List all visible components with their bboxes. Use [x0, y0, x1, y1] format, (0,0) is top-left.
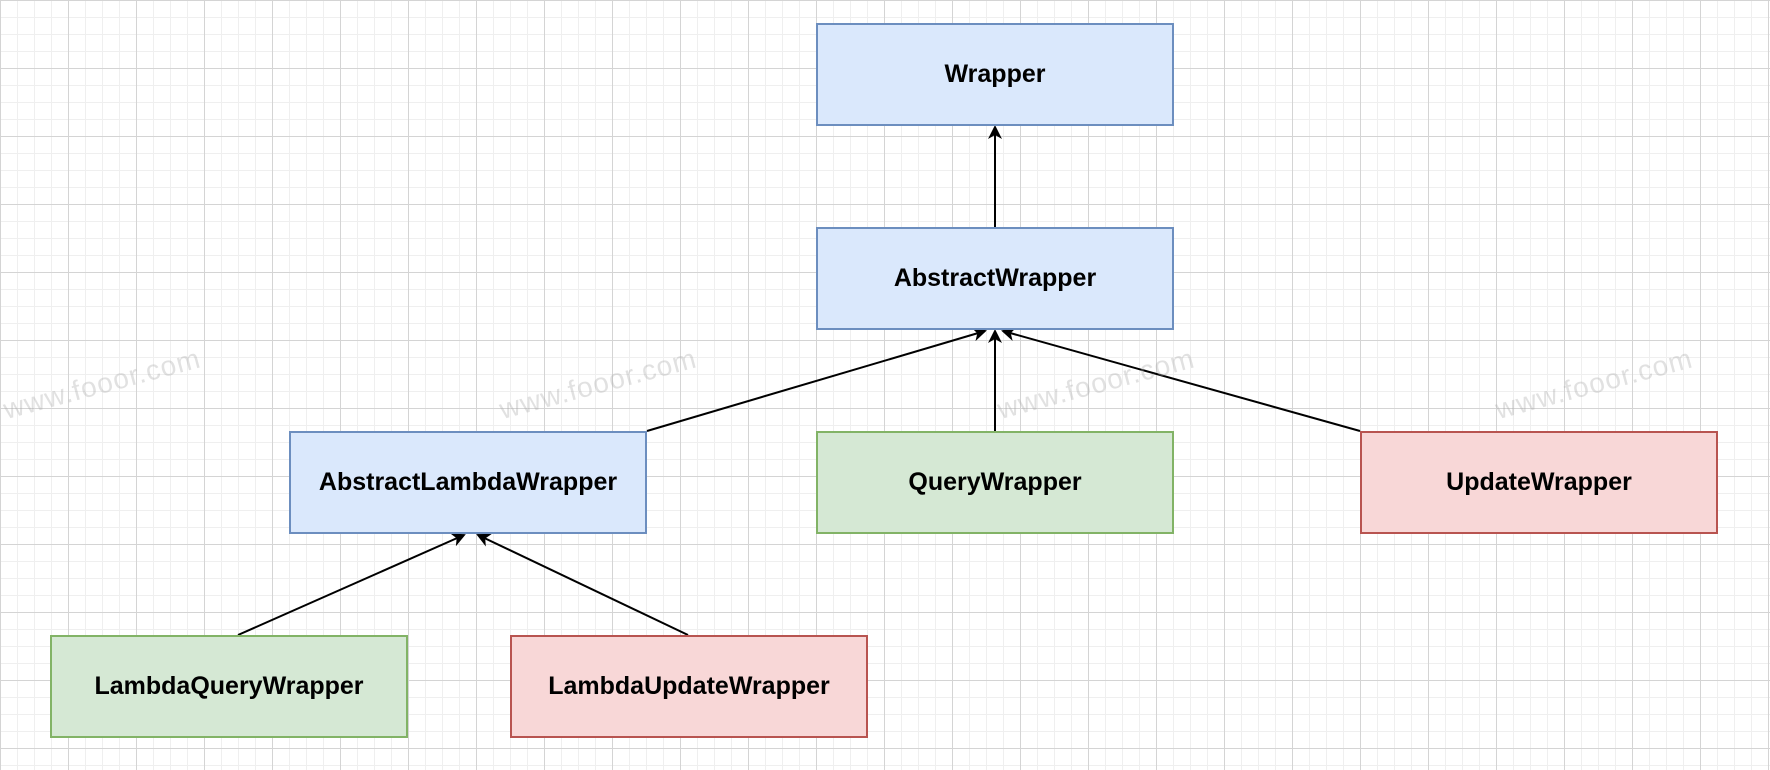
edge-lambdaquerywrapper-to-abstractlambdawrapper [237, 533, 466, 636]
node-label: LambdaQueryWrapper [94, 672, 364, 700]
node-query-wrapper[interactable]: QueryWrapper [816, 431, 1174, 534]
node-label: UpdateWrapper [1446, 468, 1632, 496]
node-label: QueryWrapper [908, 468, 1082, 496]
node-update-wrapper[interactable]: UpdateWrapper [1360, 431, 1718, 534]
edge-lambdaupdatewrapper-to-abstractlambdawrapper [476, 533, 689, 636]
node-abstract-wrapper[interactable]: AbstractWrapper [816, 227, 1174, 330]
edge-updatewrapper-to-abstractwrapper [1001, 327, 1361, 432]
node-label: AbstractWrapper [893, 264, 1097, 292]
edge-abstractlambdawrapper-to-abstractwrapper [646, 327, 987, 432]
node-label: LambdaUpdateWrapper [548, 672, 830, 700]
node-lambda-update-wrapper[interactable]: LambdaUpdateWrapper [510, 635, 868, 738]
node-wrapper[interactable]: Wrapper [816, 23, 1174, 126]
node-abstract-lambda-wrapper[interactable]: AbstractLambdaWrapper [289, 431, 647, 534]
node-lambda-query-wrapper[interactable]: LambdaQueryWrapper [50, 635, 408, 738]
node-label: Wrapper [944, 60, 1046, 88]
node-label: AbstractLambdaWrapper [318, 468, 618, 496]
